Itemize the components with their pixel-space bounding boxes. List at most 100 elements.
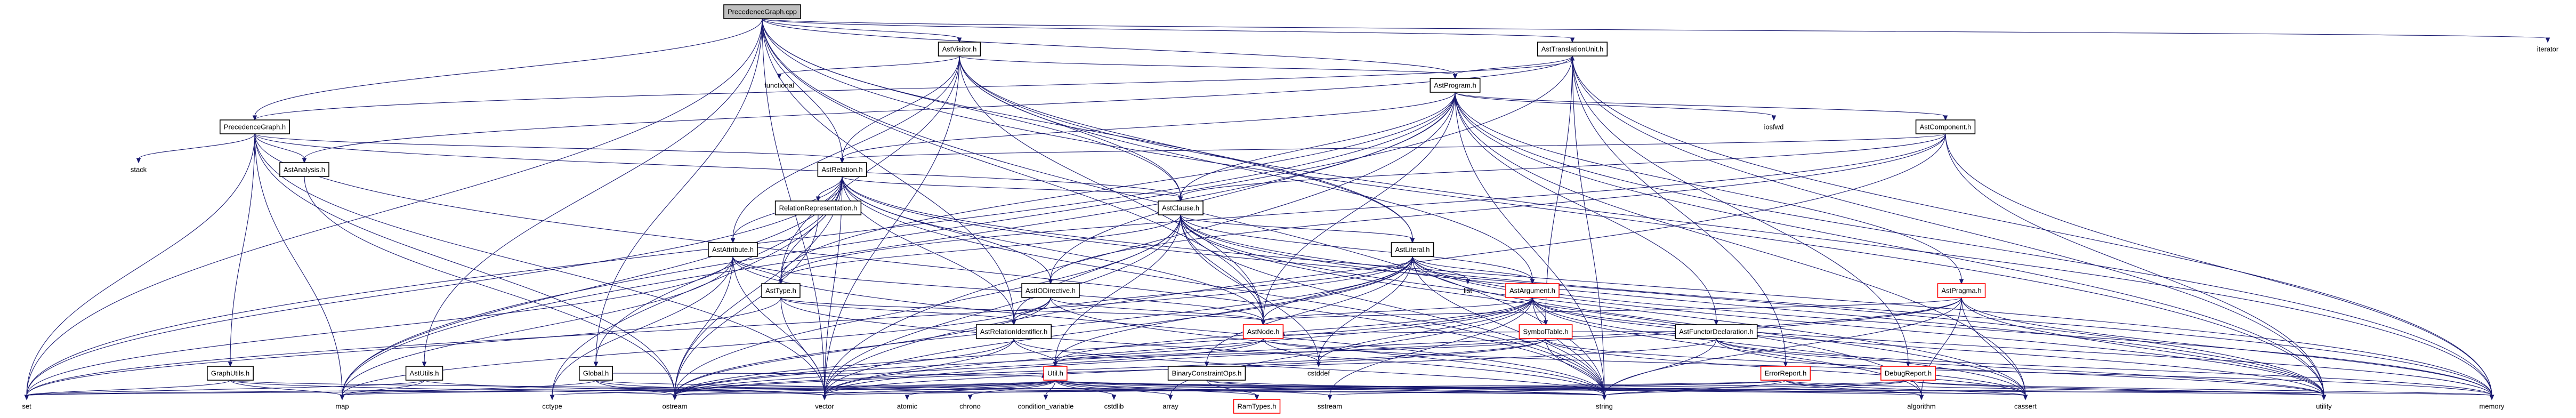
node-box xyxy=(1675,324,1758,339)
edge-relationrepresentation-h-to-ostream xyxy=(674,214,819,396)
node-astiodirective-h[interactable]: AstIODirective.h xyxy=(1021,283,1080,298)
node-debugreport-h[interactable]: DebugReport.h xyxy=(1880,366,1936,381)
node-asttranslationunit-h[interactable]: AstTranslationUnit.h xyxy=(1537,42,1608,57)
edge-util-h-to-ostream xyxy=(674,380,1056,396)
node-errorreport-h[interactable]: ErrorReport.h xyxy=(1760,366,1811,381)
edge-astclause-h-to-algorithm xyxy=(1180,214,1922,396)
node-label: AstArgument.h xyxy=(1509,287,1555,295)
edge-arrowhead xyxy=(1254,395,1259,400)
edge-astprogram-h-to-astclause-h xyxy=(1180,92,1456,198)
edge-precedencegraph-h-to-graphutils-h xyxy=(230,133,255,363)
node-label: AstPragma.h xyxy=(1941,287,1981,295)
node-box xyxy=(578,366,613,381)
edge-arrowhead xyxy=(1178,196,1183,202)
edge-astpragma-h-to-utility xyxy=(1961,297,2324,396)
edge-astliteral-h-to-list xyxy=(1412,256,1468,280)
node-chrono: chrono xyxy=(959,403,981,411)
node-binaryconstraintops-h[interactable]: BinaryConstraintOps.h xyxy=(1167,366,1246,381)
edge-astargument-h-to-astnode-h xyxy=(1263,297,1533,321)
node-sstream: sstream xyxy=(1318,403,1342,411)
edge-precedencegraph-cpp-to-astnode-h xyxy=(762,18,1264,321)
node-astutils-h[interactable]: AstUtils.h xyxy=(405,366,443,381)
node-astattribute-h[interactable]: AstAttribute.h xyxy=(708,242,758,257)
node-label: cassert xyxy=(2014,403,2037,411)
node-astpragma-h[interactable]: AstPragma.h xyxy=(1937,283,1986,298)
edge-asttype-h-to-astnode-h xyxy=(780,297,1264,321)
edge-astargument-h-to-vector xyxy=(824,297,1533,396)
edge-errorreport-h-to-ostream xyxy=(674,380,1786,396)
edge-precedencegraph-h-to-asttranslationunit-h xyxy=(254,59,1573,120)
node-label: cstdlib xyxy=(1104,403,1124,411)
edge-astcomponent-h-to-asttype-h xyxy=(780,133,1946,280)
edge-astfunctordeclaration-h-to-astnode-h xyxy=(1282,331,1676,336)
node-array: array xyxy=(1162,403,1178,411)
edge-astclause-h-to-string xyxy=(1180,214,1605,396)
node-box xyxy=(1937,283,1986,298)
node-symboltable-h[interactable]: SymbolTable.h xyxy=(1519,324,1573,339)
node-label: AstTranslationUnit.h xyxy=(1541,45,1604,53)
node-precedencegraph-cpp[interactable]: PrecedenceGraph.cpp xyxy=(723,4,801,19)
node-box xyxy=(1233,399,1281,414)
node-astnode-h[interactable]: AstNode.h xyxy=(1242,324,1284,339)
node-astliteral-h[interactable]: AstLiteral.h xyxy=(1391,242,1434,257)
edge-astvisitor-h-to-astprogram-h xyxy=(959,55,1456,75)
edge-asttranslationunit-h-to-astprogram-h xyxy=(1455,55,1573,75)
edge-layer xyxy=(24,18,2550,400)
edge-astfunctordeclaration-h-to-utility xyxy=(1716,338,2324,396)
edge-arrowhead xyxy=(1261,320,1266,326)
node-label: AstType.h xyxy=(765,287,796,295)
node-astfunctordeclaration-h[interactable]: AstFunctorDeclaration.h xyxy=(1675,324,1758,339)
edge-astiodirective-h-to-astnode-h xyxy=(1050,297,1264,321)
node-astanalysis-h[interactable]: AstAnalysis.h xyxy=(279,162,329,177)
node-astcomponent-h[interactable]: AstComponent.h xyxy=(1915,119,1976,134)
node-label: AstIODirective.h xyxy=(1025,287,1076,295)
node-iosfwd: iosfwd xyxy=(1764,123,1784,131)
edge-astattribute-h-to-string xyxy=(732,256,1605,396)
node-label: algorithm xyxy=(1907,403,1935,411)
node-asttype-h[interactable]: AstType.h xyxy=(761,283,801,298)
edge-arrowhead xyxy=(1570,55,1575,61)
edge-astargument-h-to-util-h xyxy=(1055,297,1533,363)
node-box xyxy=(1391,242,1434,257)
edge-graphutils-h-to-set xyxy=(26,380,231,396)
node-box xyxy=(1430,78,1481,93)
node-label: utility xyxy=(2316,403,2332,411)
node-util-h[interactable]: Util.h xyxy=(1043,366,1068,381)
edge-precedencegraph-h-to-ostream xyxy=(254,133,675,396)
node-astprogram-h[interactable]: AstProgram.h xyxy=(1430,78,1481,93)
edge-astprogram-h-to-map xyxy=(342,92,1456,396)
node-label: AstRelationIdentifier.h xyxy=(980,328,1047,336)
node-astrelationidentifier-h[interactable]: AstRelationIdentifier.h xyxy=(975,324,1052,339)
node-astvisitor-h[interactable]: AstVisitor.h xyxy=(938,42,981,57)
node-relationrepresentation-h[interactable]: RelationRepresentation.h xyxy=(774,200,862,215)
node-label: memory xyxy=(2480,403,2505,411)
node-astargument-h[interactable]: AstArgument.h xyxy=(1505,283,1560,298)
node-label: PrecedenceGraph.h xyxy=(224,123,286,131)
node-ramtypes-h[interactable]: RamTypes.h xyxy=(1233,399,1281,414)
edge-astattribute-h-to-set xyxy=(26,256,733,396)
node-graphutils-h[interactable]: GraphUtils.h xyxy=(207,366,254,381)
edge-precedencegraph-cpp-to-precedencegraph-h xyxy=(254,18,763,117)
node-box xyxy=(279,162,329,177)
node-label: iterator xyxy=(2537,45,2559,53)
node-astrelation-h[interactable]: AstRelation.h xyxy=(817,162,867,177)
node-box xyxy=(1158,200,1204,215)
edge-util-h-to-vector xyxy=(824,380,1056,396)
edge-precedencegraph-cpp-to-asttranslationunit-h xyxy=(762,18,1573,39)
node-cstddef: cstddef xyxy=(1307,369,1330,377)
node-astclause-h[interactable]: AstClause.h xyxy=(1158,200,1204,215)
node-label: ErrorReport.h xyxy=(1765,369,1807,377)
edge-astcomponent-h-to-utility xyxy=(1945,133,2324,396)
node-global-h[interactable]: Global.h xyxy=(578,366,613,381)
edge-global-h-to-string xyxy=(595,380,1605,396)
edge-asttype-h-to-string xyxy=(780,297,1605,396)
node-precedencegraph-h[interactable]: PrecedenceGraph.h xyxy=(220,119,290,134)
edge-astpragma-h-to-astnode-h xyxy=(1263,297,1962,321)
edge-arrowhead xyxy=(2321,395,2327,400)
edge-astclause-h-to-astargument-h xyxy=(1180,214,1533,280)
node-label: set xyxy=(22,403,31,411)
node-label: AstRelation.h xyxy=(821,166,862,174)
edge-astprogram-h-to-iosfwd xyxy=(1455,92,1774,117)
